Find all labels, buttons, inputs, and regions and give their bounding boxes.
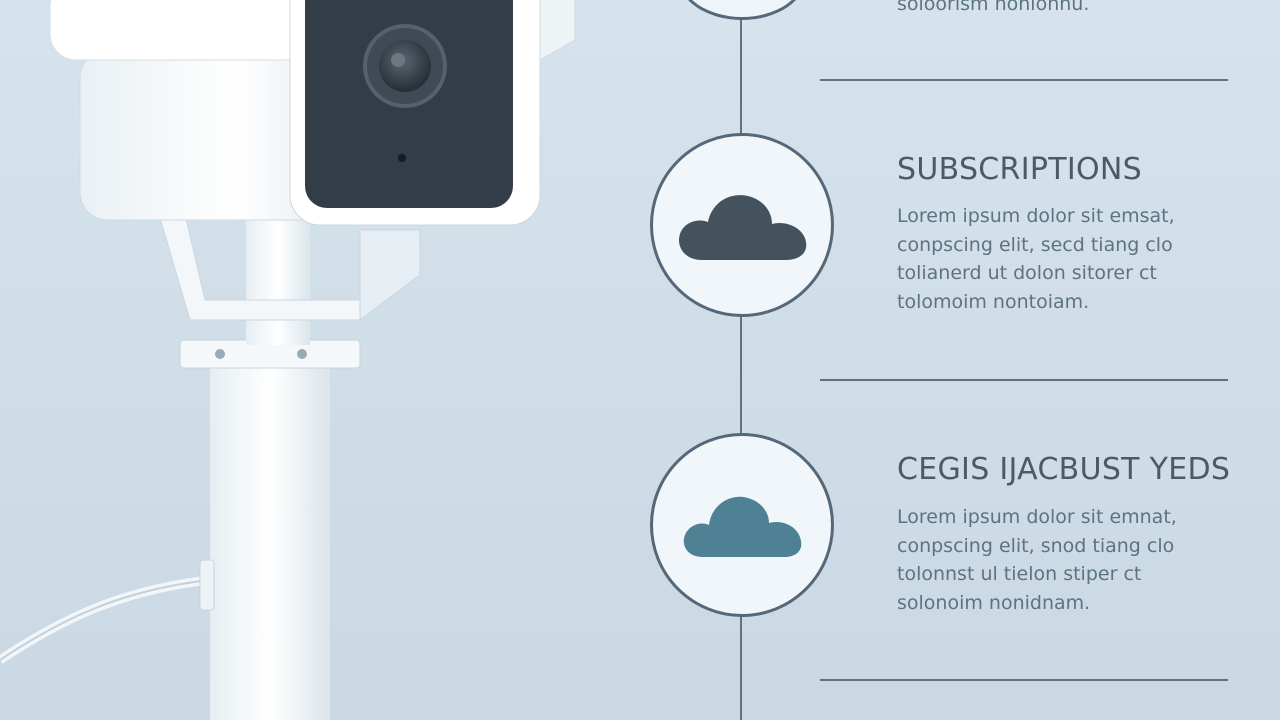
section-body: Lorem ipsum dolor sit emsat, conpscing e…: [897, 202, 1227, 316]
section-body-line: tolonnst ul tielon stiper ct: [897, 563, 1142, 585]
timeline-node-subscriptions: [650, 133, 834, 317]
section-body: Lorem ipsum dolor sit emnat, conpscing e…: [897, 503, 1227, 617]
section-body-line: tolomoim nontoiam.: [897, 290, 1090, 313]
divider: [820, 79, 1228, 81]
section-title: CEGIS IJACBUST YEDS: [897, 452, 1231, 487]
section-body-line: conpscing elit, secd tiang clo: [897, 233, 1173, 256]
section-body-top-partial: soloorism nonionnu.: [897, 0, 1090, 15]
timeline-node-second: [650, 433, 834, 617]
divider: [820, 679, 1228, 681]
security-camera-illustration: [0, 0, 576, 720]
section-body-line: Lorem ipsum dolor sit emsat,: [897, 205, 1175, 227]
timeline-node-top: [677, 0, 807, 20]
section-body-line: tolianerd ut dolon sitorer ct: [897, 262, 1157, 284]
timeline-line: [740, 0, 742, 720]
section-title: SUBSCRIPTIONS: [897, 152, 1142, 187]
section-body-line: conpscing elit, snod tiang clo: [897, 534, 1175, 557]
cloud-icon: [683, 496, 802, 557]
divider: [820, 379, 1228, 381]
section-body-line: solonoim nonidnam.: [897, 591, 1091, 614]
section-body-line: Lorem ipsum dolor sit emnat,: [897, 506, 1177, 528]
cloud-icon: [678, 195, 807, 260]
